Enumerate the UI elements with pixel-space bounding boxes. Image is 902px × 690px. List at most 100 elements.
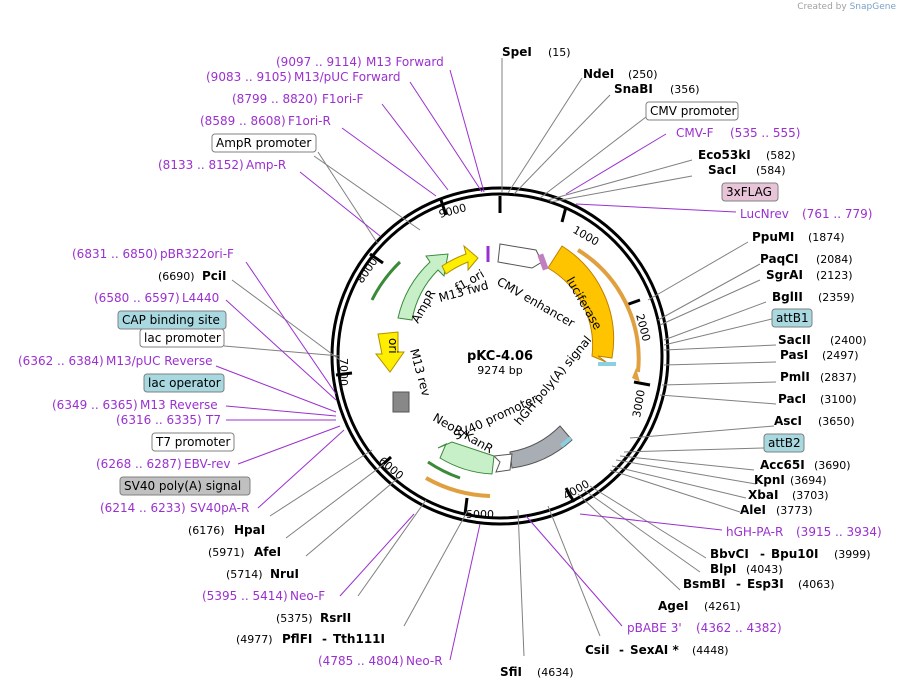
enzyme-labels-right: SpeI (15) NdeI (250) SnaBI (356) Eco53kI…	[500, 45, 871, 679]
enzyme-paqcI: PaqCI	[760, 252, 798, 266]
enzyme-sfiI-pos: (4634)	[537, 666, 574, 679]
major-ticks	[335, 196, 651, 515]
luciferase-primer-head	[632, 368, 640, 382]
lac-operator-block	[392, 391, 410, 413]
enzyme-hpaI: HpaI	[234, 523, 265, 537]
primer-amp-r: Amp-R	[246, 158, 286, 172]
box-label-sv40-polya-signal: SV40 poly(A) signal	[124, 479, 241, 493]
enzyme-ascI-pos: (3650)	[818, 415, 855, 428]
primer-lucnrev: LucNrev	[740, 207, 789, 221]
box-label-t7-promoter: T7 promoter	[155, 435, 231, 449]
enzyme-nruI-pos: (5714)	[226, 568, 263, 581]
enzyme-ppumI-pos: (1874)	[808, 231, 845, 244]
box-sv40-polya-signal	[119, 476, 251, 496]
primer-hgh-pa-r: hGH-PA-R	[726, 525, 783, 539]
enzyme-bbvcI-sep: -	[760, 547, 765, 561]
enzyme-ageI: AgeI	[658, 599, 688, 613]
primer-lucnrev-range: (761 .. 779)	[802, 207, 872, 221]
ampr-green-arc	[370, 260, 402, 301]
f1-ori-arrow	[441, 244, 479, 275]
box-lac-operator	[143, 373, 225, 393]
box-label-cmv-promoter: CMV promoter	[650, 104, 737, 118]
enzyme-pflfI-sep: -	[322, 632, 327, 646]
enzyme-acc65I: Acc65I	[760, 458, 805, 472]
snapgene-credit: Created by SnapGene	[797, 2, 896, 12]
enzyme-paqcI-pos: (2084)	[816, 253, 853, 266]
flag-block	[537, 253, 549, 271]
primer-pbabe3-range: (4362 .. 4382)	[696, 621, 782, 635]
box-lac-promoter	[139, 328, 225, 348]
primer-l4440: L4440	[182, 291, 219, 305]
attb2-block	[560, 436, 572, 448]
primer-cmv-f-range: (535 .. 555)	[730, 126, 800, 140]
enzyme-pacI-pos: (3100)	[820, 393, 857, 406]
feature-label-hgh-polya: hGH poly(A) signal	[512, 333, 595, 428]
enzyme-sacII: SacII	[778, 333, 811, 347]
primer-m13-puc-forward-range: (9083 .. 9105)	[206, 70, 292, 84]
sv40-promoter-arrow	[492, 453, 513, 473]
box-3xflag	[721, 182, 779, 202]
plasmid-length: 9274 bp	[477, 364, 522, 377]
primer-f1ori-f-range: (8799 .. 8820)	[232, 92, 318, 106]
enzyme-csiI-pos: (4448)	[692, 644, 729, 657]
neor-kanr-arrow	[437, 441, 495, 475]
enzyme-pasI: PasI	[780, 348, 808, 362]
enzyme-bpu10I: Bpu10I	[771, 547, 818, 561]
attb1-block	[598, 362, 616, 366]
enzyme-pasI-pos: (2497)	[822, 349, 859, 362]
primer-neo-f: Neo-F	[290, 589, 325, 603]
box-ampr-promoter	[211, 133, 317, 153]
enzyme-pflfI-pos: (4977)	[236, 633, 273, 646]
primer-pbabe3: pBABE 3'	[627, 621, 682, 635]
plasmid-name: pKC-4.06	[467, 349, 533, 364]
enzyme-sfiI: SfiI	[500, 665, 522, 679]
feature-label-m13-rev: M13 rev	[407, 347, 433, 398]
enzyme-sacI-pos: (584)	[756, 164, 786, 177]
primer-labels-right: CMV-F (535 .. 555) LucNrev (761 .. 779) …	[627, 126, 882, 635]
enzyme-speI: SpeI	[502, 45, 532, 59]
annotation-boxes: CMV promoter 3xFLAG attB1 attB2 AmpR pro…	[117, 101, 813, 496]
box-label-lac-promoter: lac promoter	[144, 331, 221, 345]
primer-m13-puc-reverse: M13/pUC Reverse	[106, 354, 213, 368]
enzyme-bsmbI: BsmBI	[683, 577, 725, 591]
primer-m13-forward: M13 Forward	[366, 55, 444, 69]
luciferase-primer-arc	[576, 248, 641, 373]
enzyme-sgraI-pos: (2123)	[816, 269, 853, 282]
feature-label-ori: ori	[386, 338, 400, 354]
primer-neo-r: Neo-R	[406, 654, 443, 668]
enzyme-blpI: BlpI	[710, 562, 736, 576]
tick-label-3000: 3000	[630, 389, 648, 419]
primer-m13-reverse-range: (6349 .. 6365)	[52, 398, 138, 412]
enzyme-acc65I-pos: (3690)	[814, 459, 851, 472]
enzyme-xbaI-pos: (3703)	[792, 489, 829, 502]
enzyme-tth111I: Tth111I	[333, 632, 385, 646]
primer-f1ori-f: F1ori-F	[322, 92, 363, 106]
primer-cmv-f: CMV-F	[676, 126, 714, 140]
hgh-polya-arrow	[509, 425, 573, 469]
enzyme-rsrII-pos: (5375)	[276, 612, 313, 625]
snapgene-brand: SnapGene	[849, 2, 896, 12]
enzyme-sexaI: SexAI *	[630, 643, 679, 657]
enzyme-nruI: NruI	[270, 567, 299, 581]
primer-f1ori-r: F1ori-R	[288, 114, 331, 128]
primer-labels-left: (9097 .. 9114) M13 Forward (9083 .. 9105…	[18, 55, 444, 668]
box-label-attb1: attB1	[776, 311, 809, 325]
primer-amp-r-range: (8133 .. 8152)	[158, 158, 244, 172]
enzyme-xbaI: XbaI	[748, 488, 778, 502]
enzyme-afeI-pos: (5971)	[208, 546, 245, 559]
enzyme-pciI: PciI	[202, 269, 227, 283]
enzyme-afeI: AfeI	[254, 545, 281, 559]
enzyme-pflfI: PflFI	[282, 632, 312, 646]
enzyme-bglII: BglII	[772, 290, 803, 304]
enzyme-sacI: SacI	[708, 163, 736, 177]
tick-label-5000: 5000	[466, 508, 494, 521]
primer-hgh-pa-r-range: (3915 .. 3934)	[796, 525, 882, 539]
enzyme-csiI: CsiI	[585, 643, 610, 657]
primer-leader-lines	[215, 69, 737, 661]
box-label-cap-binding-site: CAP binding site	[122, 313, 220, 327]
enzyme-speI-pos: (15)	[548, 46, 571, 59]
enzyme-bglII-pos: (2359)	[818, 291, 855, 304]
luciferase-arrow	[547, 245, 615, 363]
primer-ebv-rev-range: (6268 .. 6287)	[96, 457, 182, 471]
enzyme-ageI-pos: (4261)	[704, 600, 741, 613]
